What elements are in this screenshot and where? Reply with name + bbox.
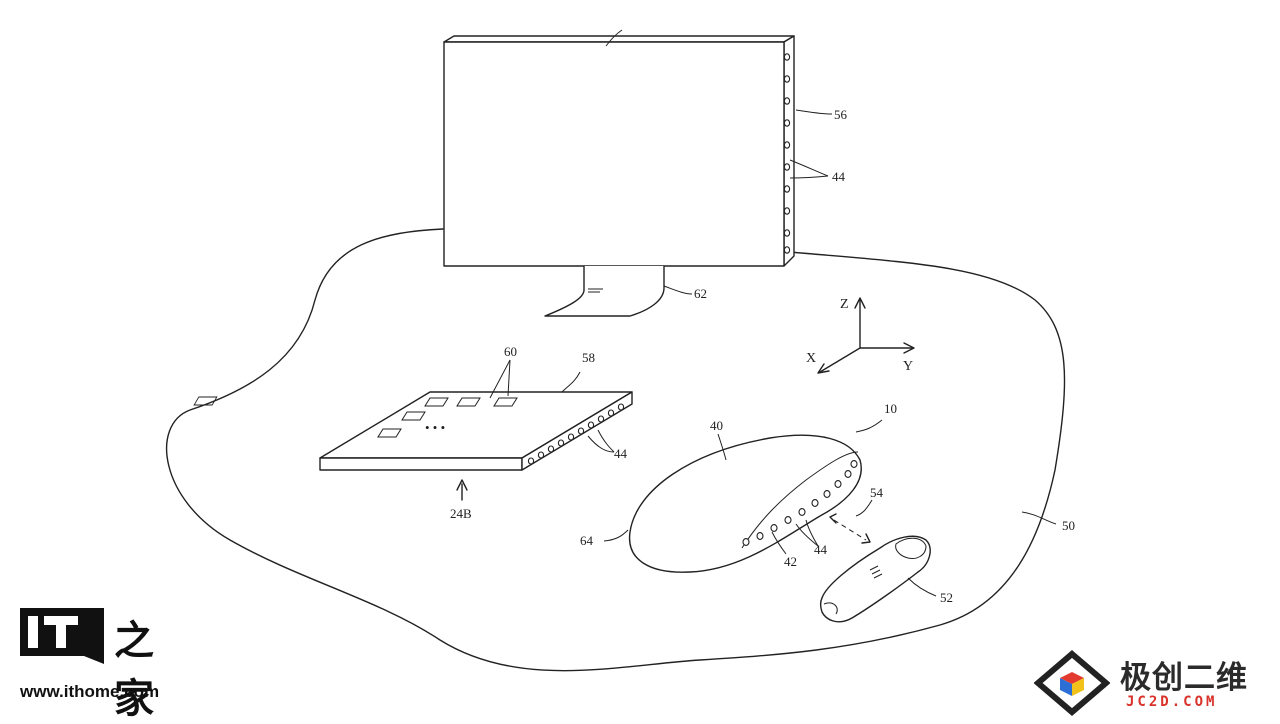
label-50: 50 (1062, 518, 1075, 533)
axes (817, 297, 915, 374)
label-44-device: 44 (814, 542, 828, 557)
handheld-device (628, 434, 862, 573)
axis-x-label: X (806, 351, 816, 366)
device-leds (742, 460, 858, 546)
label-54: 54 (870, 485, 884, 500)
keyboard (193, 391, 633, 471)
jc2d-url: JC2D.COM (1126, 694, 1218, 710)
label-44-keyboard: 44 (614, 446, 628, 461)
label-42: 42 (784, 554, 797, 569)
label-40: 40 (710, 418, 723, 433)
label-62: 62 (694, 286, 707, 301)
finger (819, 535, 931, 623)
ithome-logo-icon (20, 608, 104, 664)
axis-y-label: Y (903, 359, 913, 374)
keyboard-dots: • • • (425, 420, 445, 435)
label-58: 58 (582, 350, 595, 365)
ithome-url: www.ithome.com (20, 682, 160, 701)
label-10: 10 (884, 401, 897, 416)
jc2d-watermark: 极创二维 JC2D.COM (1034, 650, 1274, 716)
monitor-leds (783, 53, 791, 254)
monitor (443, 29, 795, 267)
label-44-monitor: 44 (832, 169, 846, 184)
light-beam (833, 519, 867, 541)
label-24b: 24B (450, 506, 472, 521)
label-56: 56 (834, 107, 848, 122)
ithome-chars: 之家 (114, 617, 158, 722)
monitor-stand (544, 265, 693, 317)
label-52: 52 (940, 590, 953, 605)
surface-outline (165, 228, 1066, 672)
axis-z-label: Z (840, 297, 849, 312)
keyboard-leds (527, 403, 625, 465)
label-60: 60 (504, 344, 517, 359)
jc2d-logo-icon (1034, 650, 1110, 716)
label-64: 64 (580, 533, 594, 548)
jc2d-chars: 极创二维 (1120, 660, 1248, 696)
ithome-watermark: 之家 www.ithome.com (20, 604, 200, 722)
